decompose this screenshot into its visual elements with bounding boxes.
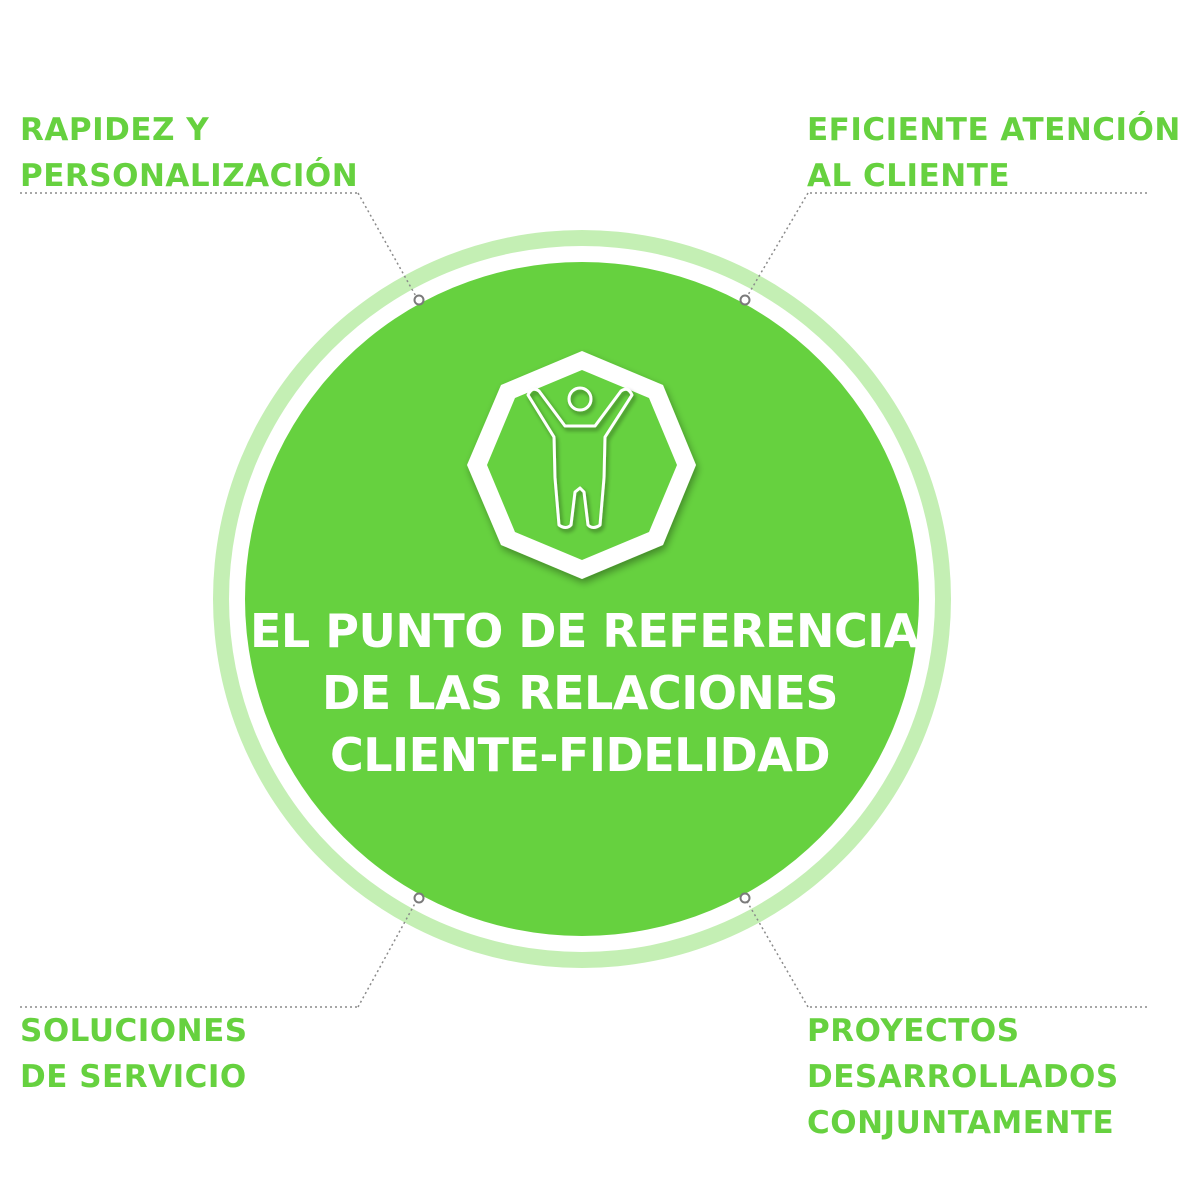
label-line: PERSONALIZACIÓN [20, 158, 359, 194]
label-rapidez-personalizacion: RAPIDEZ Y PERSONALIZACIÓN [20, 107, 358, 199]
label-soluciones-servicio: SOLUCIONES DE SERVICIO [20, 1008, 248, 1100]
center-title-line: DE LAS RELACIONES [322, 666, 838, 720]
connector-bottom-right [744, 897, 1147, 1008]
center-title: EL PUNTO DE REFERENCIA DE LAS RELACIONES… [250, 600, 919, 786]
label-proyectos-desarrollados: PROYECTOS DESARROLLADOS CONJUNTAMENTE [807, 1008, 1119, 1146]
person-arms-raised-icon [526, 386, 634, 529]
octagon-badge-icon [467, 351, 696, 579]
center-title-line: CLIENTE-FIDELIDAD [329, 728, 831, 782]
label-line: EFICIENTE ATENCIÓN [807, 112, 1181, 148]
label-line: DESARROLLADOS [807, 1059, 1119, 1095]
connector-top-right [744, 192, 1147, 301]
connector-dot-top-right [739, 294, 751, 306]
connector-dot-bottom-left [413, 892, 425, 904]
connector-dot-bottom-right [739, 892, 751, 904]
connector-bottom-left [20, 897, 419, 1008]
label-line: CONJUNTAMENTE [807, 1105, 1115, 1141]
label-line: RAPIDEZ Y [20, 112, 210, 148]
connector-dot-top-left [413, 294, 425, 306]
label-eficiente-atencion: EFICIENTE ATENCIÓN AL CLIENTE [807, 107, 1181, 199]
label-line: PROYECTOS [807, 1013, 1020, 1049]
center-title-line: EL PUNTO DE REFERENCIA [250, 604, 919, 658]
label-line: AL CLIENTE [807, 158, 1011, 194]
connector-top-left [20, 192, 419, 301]
center-disk [245, 262, 919, 936]
label-line: SOLUCIONES [20, 1013, 248, 1049]
label-line: DE SERVICIO [20, 1059, 247, 1095]
